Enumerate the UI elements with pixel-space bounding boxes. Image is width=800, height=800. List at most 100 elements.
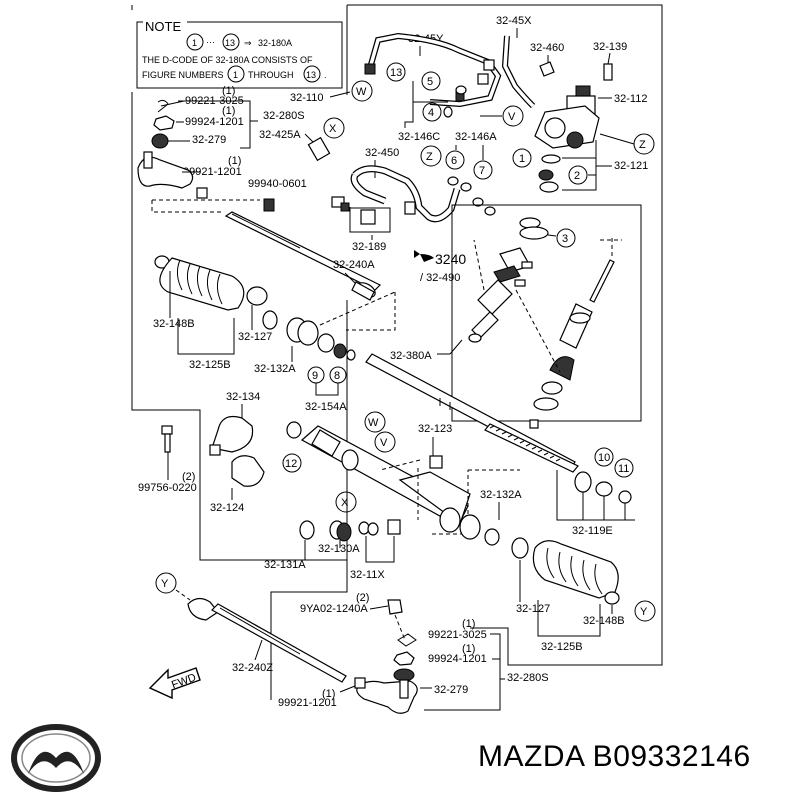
note-ref-1b: 1	[233, 70, 238, 80]
label-32-240a: 32-240A	[333, 259, 375, 271]
label-32-279-bot: 32-279	[434, 684, 468, 696]
label-9ya02-1240a: 9YA02-1240A	[300, 603, 368, 615]
label-32-123: 32-123	[418, 423, 452, 435]
num-1: 1	[519, 153, 525, 165]
num-13: 13	[390, 67, 402, 79]
label-32-110: 32-110	[290, 92, 323, 104]
callout-v-mid	[374, 431, 396, 453]
num-9: 9	[312, 370, 318, 382]
label-32-460: 32-460	[530, 42, 564, 54]
label-3240: 3240	[435, 251, 466, 267]
num-2: 2	[574, 170, 580, 182]
note-ref-a: 1	[192, 38, 197, 48]
svg-text:Y: Y	[161, 578, 169, 590]
label-32-146c: 32-146C	[398, 131, 440, 143]
frame-lines	[131, 4, 663, 700]
num-3: 3	[562, 233, 568, 245]
label-32-490: / 32-490	[420, 272, 460, 284]
clamp-group: X 32-425A 99940-0601	[196, 117, 345, 212]
label-99221-3025-bot: 99221-3025	[428, 629, 487, 641]
note-line1: THE D-CODE OF 32-180A CONSISTS OF	[142, 55, 313, 65]
brand-part-number: MAZDA B09332146	[478, 740, 751, 773]
callout-x-lower	[335, 491, 357, 513]
bushing-group-left: 32-132A 9 8 32-154A	[254, 317, 356, 413]
num-7: 7	[479, 165, 485, 177]
svg-text:(1): (1)	[462, 618, 475, 630]
pinion-housing-group: 32-460 32-139 32-112 Z 1 2 32-121	[512, 41, 655, 193]
note-target: 32-180A	[258, 38, 292, 48]
note-title: NOTE	[145, 19, 181, 34]
label-32-280s-bot: 32-280S	[507, 672, 549, 684]
ref-3240: 3240 / 32-490	[414, 250, 466, 284]
note-dots: ···	[206, 37, 215, 47]
label-32-119e: 32-119E	[572, 525, 613, 537]
num-6: 6	[451, 155, 457, 167]
note-line2a: FIGURE NUMBERS	[142, 70, 224, 80]
svg-text:X: X	[341, 497, 349, 509]
right-seal-group: 10 11 32-119E 32-132A	[459, 447, 635, 546]
pinion-inset-box: 3	[451, 204, 642, 422]
svg-text:Z: Z	[639, 139, 646, 151]
label-32-124: 32-124	[210, 502, 244, 514]
label-32-127-right: 32-127	[516, 603, 550, 615]
pipe-32-450: 32-450 32-189	[331, 147, 461, 253]
lower-inner-rod: Y 32-240Z	[155, 572, 347, 683]
label-32-139: 32-139	[593, 41, 627, 53]
mazda-logo-icon	[11, 724, 101, 792]
left-boot-group: 32-148B 32-127 32-125B	[153, 255, 278, 371]
rack-housing-group: 32-110 W	[290, 80, 373, 104]
svg-text:W: W	[356, 86, 367, 98]
nut-part	[196, 187, 208, 199]
rack-tube: 32-380A	[365, 339, 579, 473]
note-ref-13b: 13	[306, 70, 316, 80]
callout-y-left	[155, 572, 177, 594]
label-32-280s-top: 32-280S	[263, 110, 305, 122]
num-8: 8	[334, 370, 340, 382]
svg-text:(1): (1)	[322, 688, 335, 700]
note-ref-b: 13	[225, 38, 235, 48]
label-32-148b-left: 32-148B	[153, 318, 195, 330]
svg-text:Z: Z	[426, 151, 433, 163]
mount-clamp-group: 32-134 32-124 12 (2) 99756-0220	[138, 391, 302, 514]
svg-text:W: W	[368, 417, 379, 429]
note-line2c: .	[324, 70, 327, 80]
label-32-131a: 32-131A	[264, 559, 306, 571]
upper-rack-dashed-area: 32-240A	[151, 199, 396, 331]
label-32-134: 32-134	[226, 391, 260, 403]
lower-tie-rod-group: (1) 99221-3025 (1) 99924-1201 32-280S 32…	[278, 618, 549, 714]
label-32-154a: 32-154A	[305, 401, 347, 413]
label-99924-1201-bot: 99924-1201	[428, 653, 487, 665]
num-4: 4	[428, 107, 434, 119]
callout-w-top	[351, 80, 373, 102]
label-32-11x: 32-11X	[350, 569, 385, 581]
callout-x-top	[323, 117, 345, 139]
main-housing: W V 32-123	[300, 411, 520, 535]
seal-group-6-7: Z 6 7	[420, 145, 496, 216]
label-32-146a: 32-146A	[455, 131, 497, 143]
label-99924-1201-top: 99924-1201	[185, 116, 244, 128]
num-10: 10	[598, 452, 610, 464]
num-5: 5	[427, 76, 433, 88]
callout-w-mid	[364, 411, 386, 433]
lower-clip-group: (2) 9YA02-1240A	[300, 592, 406, 641]
right-boot-group: Y 32-127 32-148B 32-125B	[511, 537, 656, 653]
svg-text:(2): (2)	[356, 592, 369, 604]
label-99921-1201-top: 99921-1201	[183, 166, 242, 178]
note-arrow: ⇒	[244, 38, 252, 48]
label-32-380a: 32-380A	[390, 350, 432, 362]
svg-text:V: V	[508, 111, 516, 123]
svg-text:(1): (1)	[462, 643, 475, 655]
svg-text:(1): (1)	[222, 85, 235, 97]
callout-y-right	[634, 600, 656, 622]
label-32-45x: 32-45X	[496, 15, 532, 27]
callout-z-left	[420, 145, 442, 167]
note-line2b: THROUGH	[248, 70, 294, 80]
svg-text:V: V	[380, 437, 388, 449]
label-32-148b-right: 32-148B	[583, 615, 625, 627]
label-32-279-top: 32-279	[192, 134, 226, 146]
fwd-label: FWD	[170, 672, 198, 692]
svg-text:(2): (2)	[182, 471, 195, 483]
label-32-130a: 32-130A	[318, 543, 360, 555]
svg-text:(1): (1)	[222, 105, 235, 117]
